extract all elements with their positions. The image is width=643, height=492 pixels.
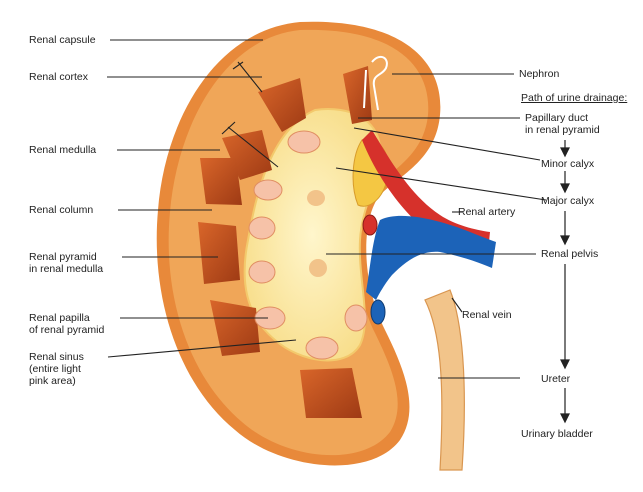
pyramid-left (198, 222, 240, 284)
label-renal-sinus: Renal sinus (entire light pink area) (29, 351, 84, 387)
label-renal-papilla-line1: Renal papilla (29, 312, 104, 324)
calyx-1 (288, 131, 320, 153)
vessel-end-1 (363, 215, 377, 235)
label-nephron: Nephron (519, 68, 559, 80)
label-renal-medulla: Renal medulla (29, 144, 96, 156)
label-renal-sinus-line2: (entire light (29, 363, 84, 375)
calyx-8 (307, 190, 325, 206)
ureter-tube (425, 290, 464, 470)
label-renal-pyramid-line1: Renal pyramid (29, 251, 103, 263)
label-path-heading: Path of urine drainage: (521, 92, 627, 104)
label-renal-papilla-line2: of renal pyramid (29, 324, 104, 336)
calyx-6 (306, 337, 338, 359)
label-renal-column: Renal column (29, 204, 93, 216)
label-renal-vein: Renal vein (462, 309, 512, 321)
label-papillary-duct-line1: Papillary duct (525, 112, 600, 124)
calyx-9 (309, 259, 327, 277)
label-major-calyx: Major calyx (541, 195, 594, 207)
label-renal-cortex: Renal cortex (29, 71, 88, 83)
label-renal-sinus-line1: Renal sinus (29, 351, 84, 363)
label-renal-capsule: Renal capsule (29, 34, 96, 46)
label-ureter: Ureter (541, 373, 570, 385)
calyx-3 (249, 217, 275, 239)
label-renal-pyramid: Renal pyramid in renal medulla (29, 251, 103, 275)
label-renal-sinus-line3: pink area) (29, 375, 84, 387)
label-papillary-duct: Papillary duct in renal pyramid (525, 112, 600, 136)
calyx-4 (249, 261, 275, 283)
label-renal-artery: Renal artery (458, 206, 515, 218)
calyx-7 (345, 305, 367, 331)
calyx-2 (254, 180, 282, 200)
pyramid-bottom (300, 368, 362, 418)
label-renal-pelvis: Renal pelvis (541, 248, 598, 260)
pyramid-mid-left (200, 158, 242, 205)
label-urinary-bladder: Urinary bladder (521, 428, 593, 440)
label-papillary-duct-line2: in renal pyramid (525, 124, 600, 136)
renal-vein (366, 216, 496, 300)
label-renal-papilla: Renal papilla of renal pyramid (29, 312, 104, 336)
vessel-end-2 (371, 300, 385, 324)
label-minor-calyx: Minor calyx (541, 158, 594, 170)
label-renal-pyramid-line2: in renal medulla (29, 263, 103, 275)
